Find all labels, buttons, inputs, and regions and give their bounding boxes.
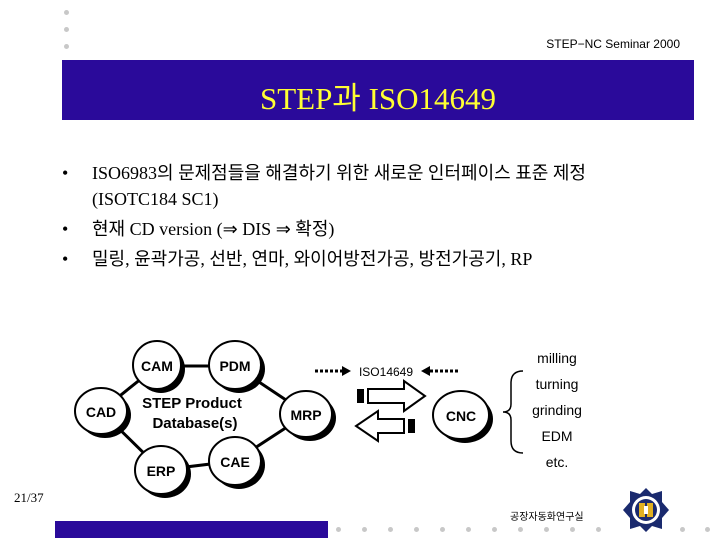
lab-name: 공장자동화연구실 xyxy=(510,512,584,523)
connection-ring xyxy=(98,364,310,472)
title-bar: STEP과 ISO14649 xyxy=(62,60,694,120)
bullet-text: 현재 CD version (⇒ DIS ⇒ 확정) xyxy=(92,219,335,239)
decor-dot xyxy=(680,527,685,532)
process-edm: EDM xyxy=(541,428,572,444)
bullet-mark: • xyxy=(62,249,69,269)
exchange-arrows xyxy=(354,379,427,443)
university-emblem xyxy=(623,488,669,532)
bullet-mark: • xyxy=(62,219,69,239)
center-label-line2: Database(s) xyxy=(152,415,237,432)
node-cnc: CNC xyxy=(432,390,493,443)
decor-dot xyxy=(492,527,497,532)
decor-dot xyxy=(596,527,601,532)
process-turning: turning xyxy=(536,376,579,392)
decor-dot xyxy=(466,527,471,532)
node-mrp-label: MRP xyxy=(290,407,321,423)
decor-dot xyxy=(705,527,710,532)
node-pdm: PDM xyxy=(208,340,265,393)
bullet-text: ISO6983의 문제점들을 해결하기 위한 새로운 인터페이스 표준 제정(I… xyxy=(92,163,586,209)
decor-dot xyxy=(518,527,523,532)
node-cam: CAM xyxy=(132,340,185,393)
center-label-line1: STEP Product xyxy=(142,395,242,412)
bullet-item: • ISO6983의 문제점들을 해결하기 위한 새로운 인터페이스 표준 제정… xyxy=(56,160,656,212)
iso14649-label: ISO14649 xyxy=(359,365,413,379)
node-cae-label: CAE xyxy=(220,454,250,470)
footer-bar xyxy=(55,521,328,538)
decor-dot xyxy=(362,527,367,532)
decor-dot xyxy=(64,27,69,32)
decor-dot xyxy=(64,44,69,49)
decor-dot xyxy=(414,527,419,532)
bullet-mark: • xyxy=(62,163,69,183)
node-cae: CAE xyxy=(208,436,265,489)
node-mrp: MRP xyxy=(279,390,336,441)
decor-dot xyxy=(440,527,445,532)
node-erp: ERP xyxy=(134,445,191,498)
bullet-text: 밀링, 윤곽가공, 선반, 연마, 와이어방전가공, 방전가공기, RP xyxy=(92,249,533,269)
bullet-item: • 밀링, 윤곽가공, 선반, 연마, 와이어방전가공, 방전가공기, RP xyxy=(56,246,656,272)
process-brace xyxy=(502,370,524,454)
decor-dot xyxy=(570,527,575,532)
decor-dot xyxy=(544,527,549,532)
node-cnc-label: CNC xyxy=(446,408,476,424)
bullet-list: • ISO6983의 문제점들을 해결하기 위한 새로운 인터페이스 표준 제정… xyxy=(56,160,656,276)
iso14649-arrow: ISO14649 xyxy=(315,365,458,379)
decor-dot xyxy=(388,527,393,532)
node-pdm-label: PDM xyxy=(219,358,250,374)
decor-dot xyxy=(64,10,69,15)
process-milling: milling xyxy=(537,350,577,366)
slide-title: STEP과 ISO14649 xyxy=(259,81,497,116)
bullet-item: • 현재 CD version (⇒ DIS ⇒ 확정) xyxy=(56,216,656,242)
decor-dot xyxy=(336,527,341,532)
node-erp-label: ERP xyxy=(147,463,176,479)
process-grinding: grinding xyxy=(532,402,582,418)
node-cam-label: CAM xyxy=(141,358,173,374)
seminar-header: STEP−NC Seminar 2000 xyxy=(546,37,680,51)
node-cad-label: CAD xyxy=(86,404,116,420)
process-etc: etc. xyxy=(546,454,569,470)
page-number: 21/37 xyxy=(14,490,44,505)
node-cad: CAD xyxy=(74,387,131,438)
